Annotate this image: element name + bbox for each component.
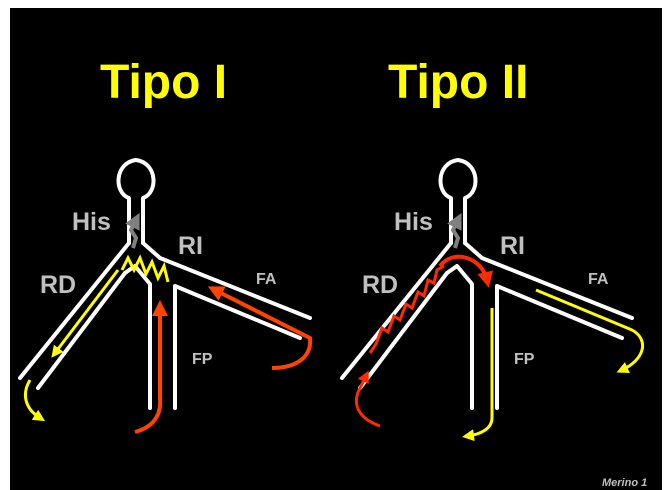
label-rd: RD [362,271,398,299]
diagram: Tipo I His RI RD FA FP Tipo II His [10,8,662,490]
label-fa: FA [256,271,277,288]
label-ri: RI [500,232,525,260]
his-arrow [131,220,136,248]
label-his: His [394,208,433,236]
credit-text: Merino 1 [602,477,647,489]
panel-title: Tipo I [100,56,227,109]
panel-tipo-1: Tipo I His RI RD FA FP [20,56,310,432]
label-fp: FP [514,351,535,368]
label-rd: RD [40,271,76,299]
label-his: His [72,208,111,236]
label-ri: RI [178,232,203,260]
rd-entry-path [356,376,380,426]
slide: Tipo I His RI RD FA FP Tipo II His [10,8,662,490]
label-fa: FA [588,271,609,288]
panel-tipo-2: Tipo II His RI RD FA FP [342,56,643,436]
his-arrow [453,220,458,248]
fp-path [135,308,160,432]
panel-title: Tipo II [388,56,528,109]
label-fp: FP [192,351,213,368]
fa-path [215,290,310,368]
